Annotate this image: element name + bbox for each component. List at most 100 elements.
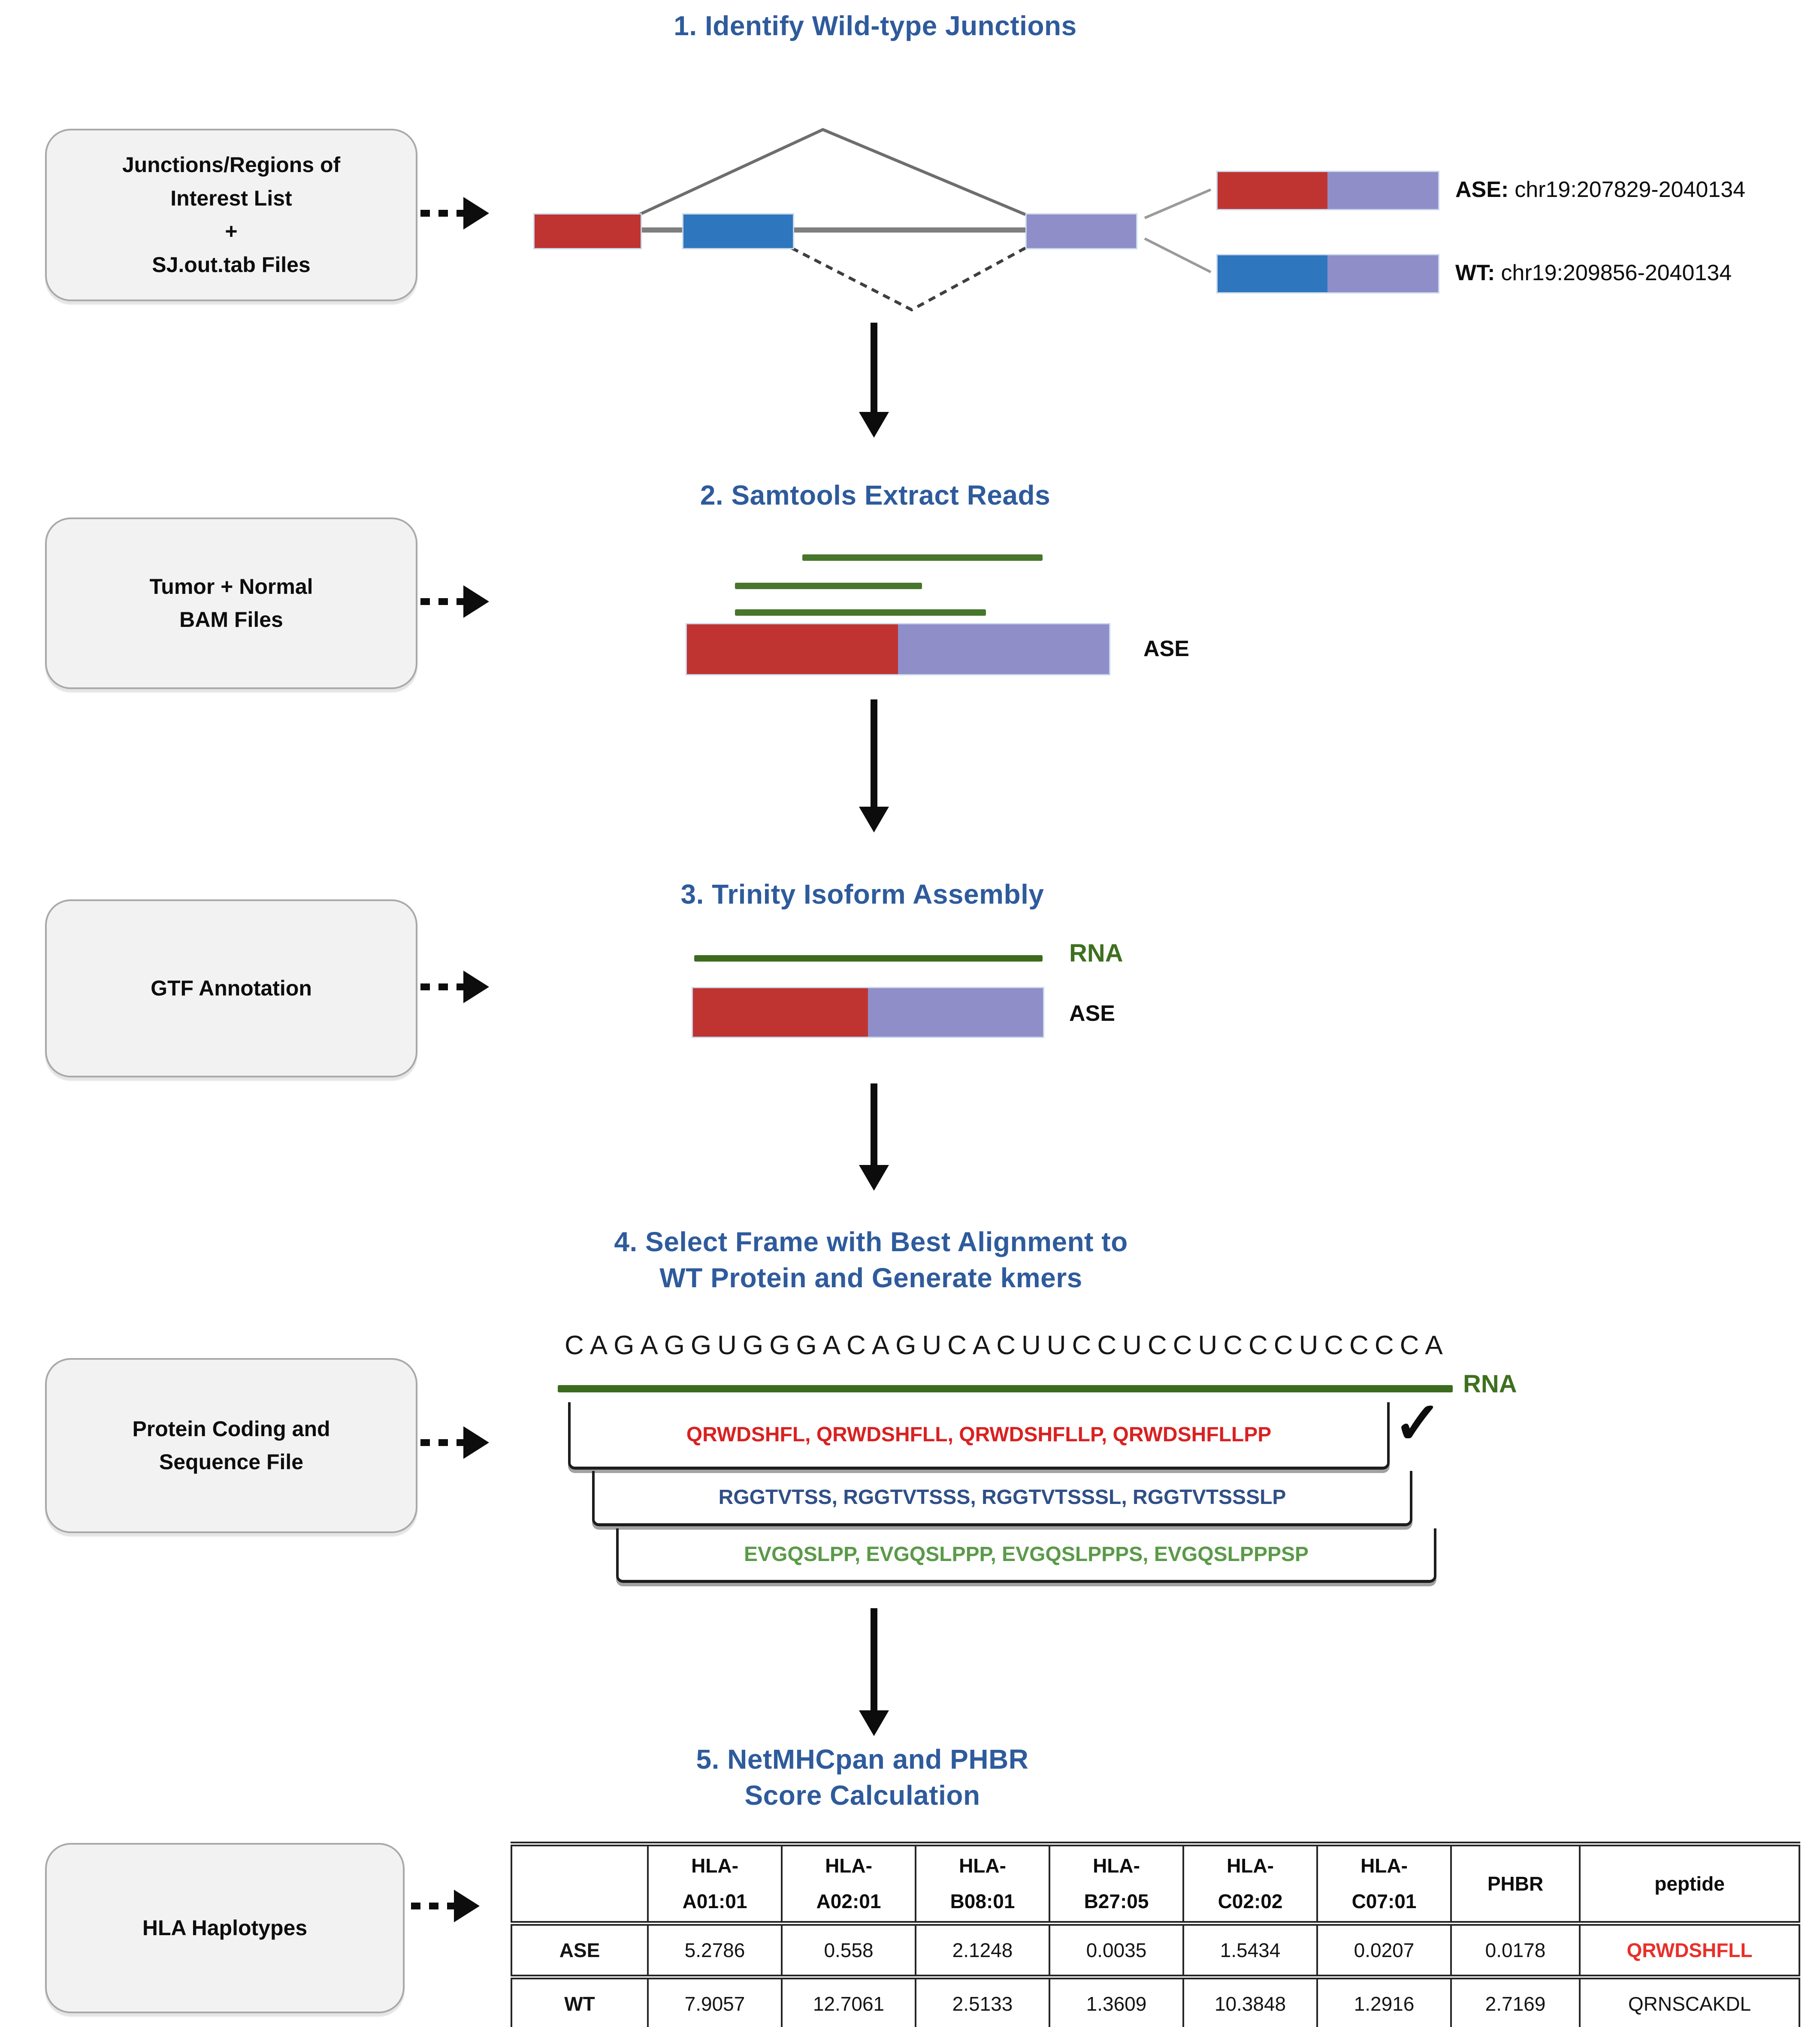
table-row-wt: WT 7.9057 12.7061 2.5133 1.3609 10.3848 …	[511, 1977, 1800, 2027]
table-cell-peptide: QRNSCAKDL	[1579, 1977, 1800, 2027]
table-cell: 5.2786	[647, 1923, 783, 1979]
ase-junction-label: ASE:chr19:207829-2040134	[1455, 177, 1745, 203]
exon-purple	[1025, 213, 1137, 249]
table-cell-peptide: QRWDSHFLL	[1579, 1923, 1800, 1979]
down-arrow-stem	[871, 1608, 877, 1710]
check-icon: ✓	[1394, 1391, 1442, 1455]
table-header-cell: HLA- A02:01	[781, 1842, 916, 1926]
down-arrow-icon	[859, 323, 889, 438]
table-cell: 0.0207	[1316, 1923, 1452, 1979]
input-box-junctions-list: Junctions/Regions of Interest List + SJ.…	[45, 129, 417, 301]
wt-junction-coords: chr19:209856-2040134	[1501, 260, 1732, 285]
table-cell: 2.1248	[915, 1923, 1050, 1979]
down-arrow-stem	[871, 323, 877, 412]
step5-title: 5. NetMHCpan and PHBR Score Calculation	[696, 1744, 1029, 1811]
dashed-arrow-icon	[420, 1426, 489, 1459]
dashed-arrow-dots	[420, 210, 463, 217]
table-header-cell: HLA- A01:01	[647, 1842, 783, 1926]
table-header-cell: HLA- B08:01	[915, 1842, 1050, 1926]
step2-title: 2. Samtools Extract Reads	[700, 480, 1051, 511]
dashed-arrow-icon	[411, 1890, 480, 1922]
table-row-ase: ASE 5.2786 0.558 2.1248 0.0035 1.5434 0.…	[511, 1923, 1800, 1979]
ase-bar-red-segment	[1218, 172, 1327, 209]
table-cell: 2.5133	[915, 1977, 1050, 2027]
table-cell: 1.3609	[1049, 1977, 1184, 2027]
dashed-arrow-icon	[420, 585, 489, 618]
exon-blue	[682, 213, 794, 249]
down-arrow-head	[859, 412, 889, 438]
read-line	[735, 609, 986, 616]
table-header-row: HLA- A01:01 HLA- A02:01 HLA- B08:01 HLA-…	[511, 1842, 1800, 1926]
dashed-arrow-dots	[420, 983, 463, 990]
input-box-gtf-annotation: GTF Annotation	[45, 899, 417, 1077]
dashed-arrow-icon	[420, 197, 489, 230]
rna-line	[558, 1385, 1453, 1392]
dashed-arrow-head	[463, 971, 489, 1003]
step3-title: 3. Trinity Isoform Assembly	[680, 879, 1044, 910]
dashed-arrow-head	[463, 585, 489, 618]
down-arrow-head	[859, 1165, 889, 1191]
kmer-frame-row-1: QRWDSHFL, QRWDSHFLL, QRWDSHFLLP, QRWDSHF…	[568, 1402, 1390, 1470]
table-header-cell	[511, 1842, 649, 1926]
table-cell: 0.0035	[1049, 1923, 1184, 1979]
wt-junction-prefix: WT:	[1455, 260, 1495, 285]
kmer-frame-row-2: RGGTVTSS, RGGTVTSSS, RGGTVTSSSL, RGGTVTS…	[592, 1471, 1412, 1526]
table-cell: 2.7169	[1450, 1977, 1581, 2027]
ase-junction-bar	[1216, 171, 1439, 210]
ase-isoform-bar	[692, 987, 1044, 1038]
table-header-cell: HLA- C02:02	[1182, 1842, 1318, 1926]
ase-bar-purple-segment	[898, 624, 1109, 674]
input-box-hla-haplotypes: HLA Haplotypes	[45, 1843, 405, 2013]
dashed-arrow-head	[454, 1890, 480, 1922]
table-cell: 12.7061	[781, 1977, 916, 2027]
step1-title: 1. Identify Wild-type Junctions	[674, 10, 1077, 41]
rna-transcript-line	[694, 955, 1043, 962]
ase-junction-coords: chr19:207829-2040134	[1515, 177, 1746, 202]
down-arrow-stem	[871, 699, 877, 807]
down-arrow-icon	[859, 1083, 889, 1191]
kmer-frame-row-3: EVGQSLPP, EVGQSLPPP, EVGQSLPPPS, EVGQSLP…	[616, 1528, 1436, 1583]
input-box-bam-files: Tumor + Normal BAM Files	[45, 517, 417, 689]
down-arrow-head	[859, 807, 889, 832]
table-cell: 0.558	[781, 1923, 916, 1979]
score-table: HLA- A01:01 HLA- A02:01 HLA- B08:01 HLA-…	[511, 1842, 1800, 2027]
table-header-cell: HLA- B27:05	[1049, 1842, 1184, 1926]
table-row-label: WT	[511, 1977, 649, 2027]
wt-bar-blue-segment	[1218, 255, 1327, 292]
table-header-cell: PHBR	[1450, 1842, 1581, 1926]
dashed-arrow-dots	[411, 1903, 454, 1909]
wt-junction-bar	[1216, 254, 1439, 293]
ase-bar-red-segment	[687, 624, 898, 674]
rna-label: RNA	[1069, 939, 1123, 967]
dashed-arrow-head	[463, 1426, 489, 1459]
table-cell: 0.0178	[1450, 1923, 1581, 1979]
table-header-cell: HLA- C07:01	[1316, 1842, 1452, 1926]
ase-assembled-bar	[686, 623, 1110, 675]
table-row-label: ASE	[511, 1923, 649, 1979]
read-line	[802, 554, 1043, 561]
ase-bar-purple-segment	[868, 988, 1043, 1037]
wt-bar-purple-segment	[1327, 255, 1438, 292]
down-arrow-icon	[859, 699, 889, 832]
down-arrow-head	[859, 1710, 889, 1736]
dashed-arrow-head	[463, 197, 489, 230]
dashed-arrow-icon	[420, 971, 489, 1003]
wt-junction-label: WT:chr19:209856-2040134	[1455, 260, 1732, 286]
input-box-protein-coding: Protein Coding and Sequence File	[45, 1358, 417, 1533]
table-header-cell: peptide	[1579, 1842, 1800, 1926]
ase-bar-label: ASE	[1069, 1001, 1115, 1026]
ase-bar-red-segment	[693, 988, 868, 1037]
rna-label: RNA	[1463, 1370, 1517, 1398]
ase-junction-prefix: ASE:	[1455, 177, 1509, 202]
ase-bar-label: ASE	[1143, 636, 1189, 661]
dashed-arrow-dots	[420, 598, 463, 605]
table-cell: 7.9057	[647, 1977, 783, 2027]
rna-sequence: CAGAGGUGGGACAGUCACUUCCUCCUCCCUCCCCA	[565, 1331, 1449, 1360]
step4-title: 4. Select Frame with Best Alignment to W…	[614, 1226, 1128, 1294]
table-cell: 10.3848	[1182, 1977, 1318, 2027]
down-arrow-stem	[871, 1083, 877, 1165]
exon-red	[533, 213, 642, 249]
ase-bar-purple-segment	[1327, 172, 1438, 209]
down-arrow-icon	[859, 1608, 889, 1736]
